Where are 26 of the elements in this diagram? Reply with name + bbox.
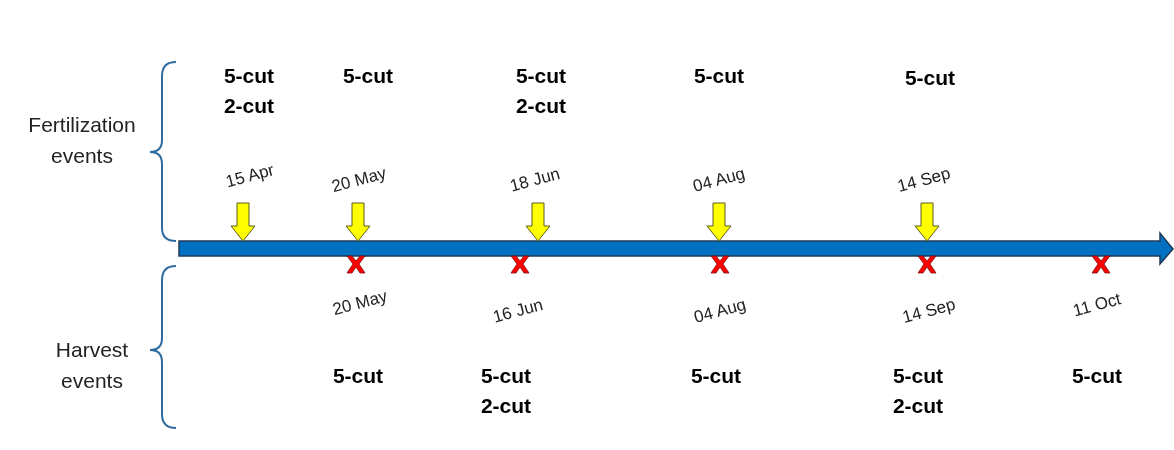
cut-label: 5-cut: [1071, 363, 1123, 390]
cut-label: 2-cut: [892, 393, 944, 420]
cut-label: 2-cut: [515, 93, 567, 120]
cut-label: 2-cut: [480, 393, 532, 420]
cut-label: 5-cut: [480, 363, 532, 390]
cut-label: 5-cut: [690, 363, 742, 390]
date-label: 15 Apr: [222, 159, 278, 194]
cut-label: 2-cut: [223, 93, 275, 120]
date-label: 20 May: [329, 285, 391, 322]
date-label: 20 May: [328, 162, 390, 199]
cut-label: 5-cut: [342, 63, 394, 90]
date-label: 04 Aug: [691, 293, 749, 329]
cut-label: 5-cut: [693, 63, 745, 90]
cut-label: 5-cut: [892, 363, 944, 390]
date-label: 04 Aug: [690, 162, 748, 198]
axis-label: Harvest events: [54, 337, 130, 394]
axis-label: Fertilization events: [27, 112, 137, 169]
cut-label: 5-cut: [904, 65, 956, 92]
date-label: 14 Sep: [899, 293, 959, 329]
date-label: 11 Oct: [1070, 288, 1124, 323]
cut-label: 5-cut: [223, 63, 275, 90]
date-label: 14 Sep: [894, 162, 954, 198]
date-label: 16 Jun: [490, 294, 546, 329]
cut-label: 5-cut: [515, 63, 567, 90]
cut-label: 5-cut: [332, 363, 384, 390]
date-label: 18 Jun: [507, 163, 563, 198]
